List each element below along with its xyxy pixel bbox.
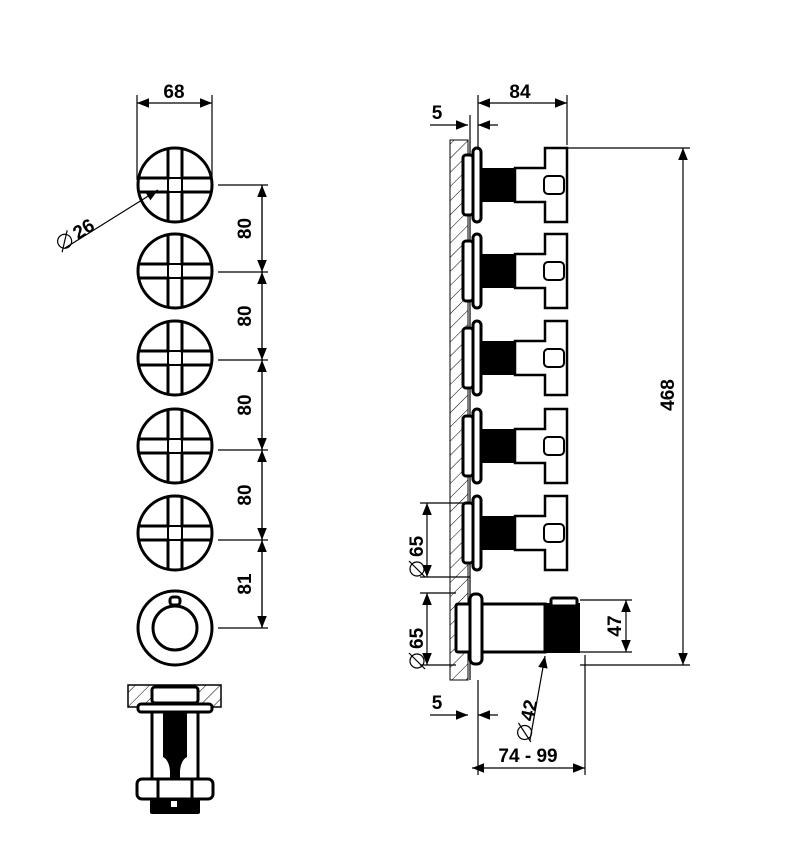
cross-handle-side: [461, 494, 569, 572]
dim-width-68: 68: [163, 82, 184, 103]
dim-diameter-26: 26: [70, 215, 99, 244]
cross-handle-front: [136, 407, 214, 485]
front-dimensions: 68 26 80 80 80 80 81: [57, 82, 268, 629]
dim-wall-offset-bottom: 5: [432, 693, 443, 714]
side-dimensions: 84 5 468 65 65 47 42 5: [407, 82, 690, 775]
cross-handle-front: [136, 494, 214, 572]
dim-spacing: 80: [235, 484, 256, 505]
plan-view: [127, 684, 222, 814]
dim-wall-offset-top: 5: [432, 103, 443, 124]
dim-adjust-range: 74 - 99: [498, 746, 557, 767]
dim-spout-height-47: 47: [605, 615, 626, 636]
front-view: [136, 146, 214, 667]
dim-flange-diameter-lower: 65: [407, 627, 428, 649]
dim-flange-diameter-upper: 65: [407, 535, 428, 557]
cross-handle-front: [136, 146, 214, 224]
diverter-ring: [136, 589, 214, 667]
dim-spacing: 80: [235, 394, 256, 415]
cross-handle-front: [136, 319, 214, 397]
dim-spacing: 80: [235, 305, 256, 326]
dim-spacing: 81: [235, 573, 256, 595]
dim-depth-84: 84: [509, 82, 531, 103]
cross-handle-side: [461, 319, 569, 397]
cross-handle-side: [461, 146, 569, 224]
cross-handle-side: [461, 232, 569, 310]
dim-spacing: 80: [235, 218, 256, 239]
dim-spout-diameter-42: 42: [517, 698, 542, 723]
dim-total-height-468: 468: [658, 379, 679, 411]
cross-handle-side: [461, 407, 569, 485]
side-view: [449, 115, 580, 681]
cross-handle-front: [136, 232, 214, 310]
